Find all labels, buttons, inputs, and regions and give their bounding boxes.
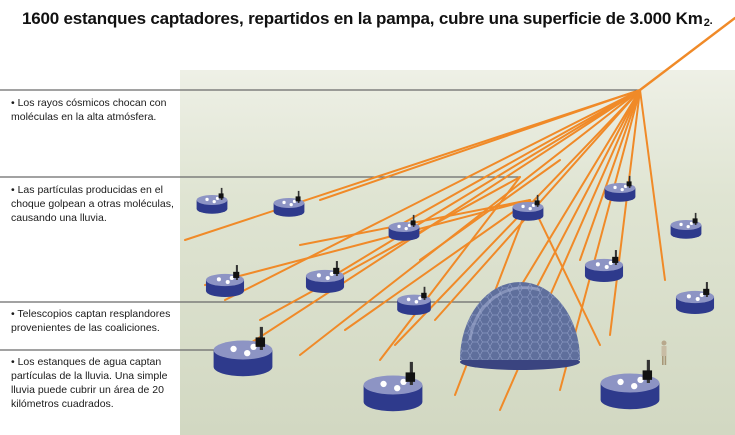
water-tank-icon — [584, 250, 624, 282]
water-tank-icon — [363, 361, 423, 412]
water-tank-icon — [213, 326, 273, 377]
note-particle-shower: • Las partículas producidas en el choque… — [11, 184, 174, 224]
water-tank-icon — [675, 282, 715, 314]
water-tank-icon — [196, 187, 228, 214]
title-superscript: 2 — [703, 17, 710, 29]
pampa-ground — [180, 70, 735, 435]
cosmic-ray-icon — [638, 16, 735, 92]
water-tank-icon — [205, 265, 245, 297]
note-telescopes: • Telescopios captan resplandores proven… — [11, 308, 171, 334]
person-figure-icon — [661, 340, 667, 365]
water-tank-icon — [388, 214, 420, 241]
note-water-tanks: • Los estanques de agua captan partícula… — [11, 356, 168, 410]
water-tank-icon — [273, 190, 305, 217]
water-tank-icon — [670, 212, 702, 239]
water-tanks — [196, 175, 715, 412]
telescope-dome-icon — [460, 282, 580, 370]
title-period: . — [709, 15, 713, 27]
water-tank-icon — [604, 175, 636, 202]
page-title: 1600 estanques captadores, repartidos en… — [22, 9, 713, 29]
water-tank-icon — [600, 359, 660, 410]
water-tank-icon — [397, 286, 431, 315]
title-text: 1600 estanques captadores, repartidos en… — [22, 9, 703, 28]
water-tank-icon — [512, 194, 544, 221]
water-tank-icon — [305, 261, 345, 293]
note-cosmic-rays: • Los rayos cósmicos chocan con molécula… — [11, 97, 167, 123]
